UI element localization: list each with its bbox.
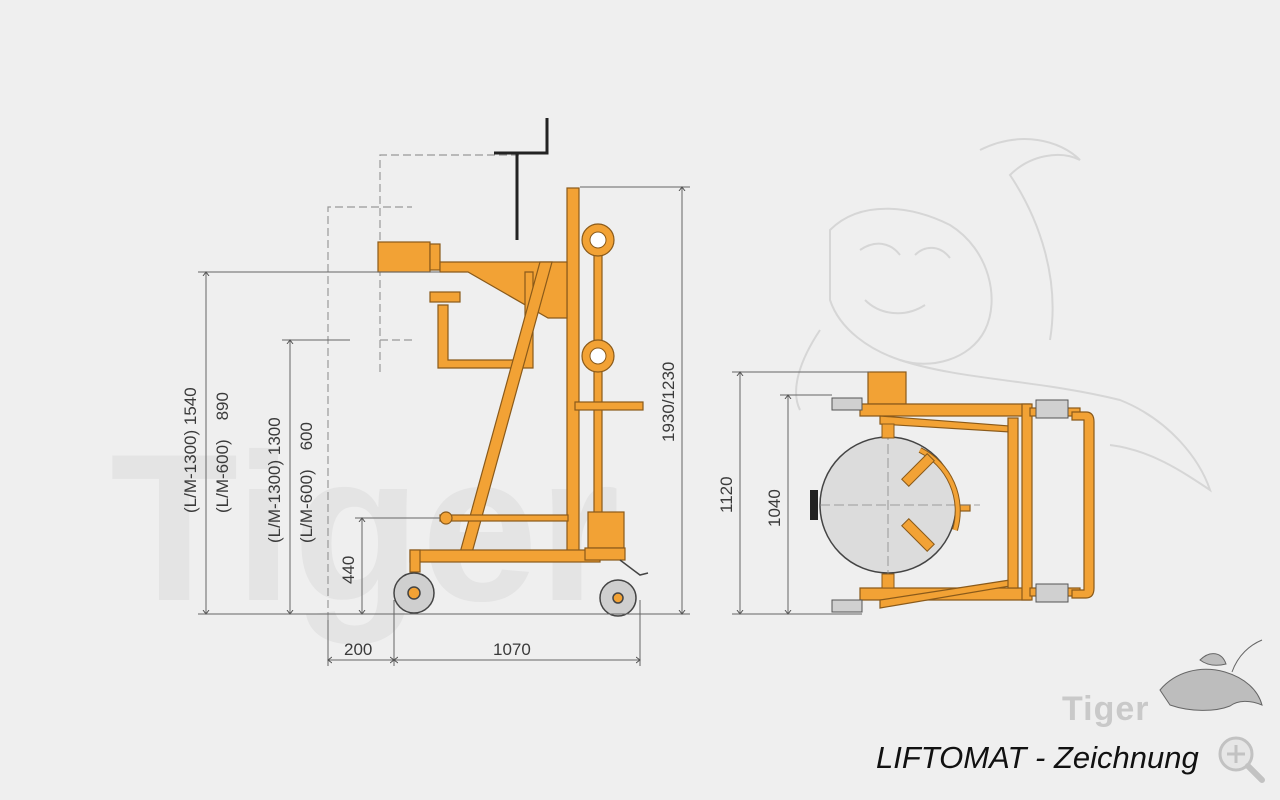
dimension-lines-top — [732, 372, 870, 614]
drawing-caption: LIFTOMAT - Zeichnung — [876, 740, 1199, 775]
lifter-frame-top — [859, 371, 1095, 609]
pulley-detail — [589, 231, 607, 365]
dim-label-890: (L/M-600) 890 — [213, 392, 232, 513]
dim-label-440: 440 — [339, 556, 358, 584]
drum-top-view — [810, 423, 980, 589]
dim-label-1540: (L/M-1300) 1540 — [181, 387, 200, 513]
tiger-logo-icon — [1159, 639, 1263, 711]
lifter-frame-side — [377, 187, 644, 573]
dim-label-200: 200 — [344, 640, 372, 659]
dim-label-600: (L/M-600) 600 — [297, 422, 316, 543]
dimension-labels-side: (L/M-1300) 1540 (L/M-600) 890 (L/M-1300)… — [181, 362, 678, 659]
dimension-labels-top: 1120 1040 — [717, 476, 784, 527]
logo-wordmark: Tiger — [1062, 690, 1150, 728]
dim-label-1300: (L/M-1300) 1300 — [265, 417, 284, 543]
crank-handle — [494, 118, 549, 240]
wheels-side — [393, 559, 649, 617]
wheels-top — [831, 397, 1069, 613]
raised-position-outline — [327, 154, 520, 620]
dimension-lines-side — [198, 187, 690, 666]
dim-label-1070: 1070 — [493, 640, 531, 659]
dim-label-1120: 1120 — [717, 476, 736, 513]
dim-label-1040: 1040 — [765, 489, 784, 527]
zoom-in-button[interactable] — [1214, 732, 1268, 786]
dim-label-1930: 1930/1230 — [659, 362, 678, 442]
tiger-watermark-icon — [795, 138, 1212, 493]
zoom-in-magnifier-icon — [1218, 736, 1265, 783]
